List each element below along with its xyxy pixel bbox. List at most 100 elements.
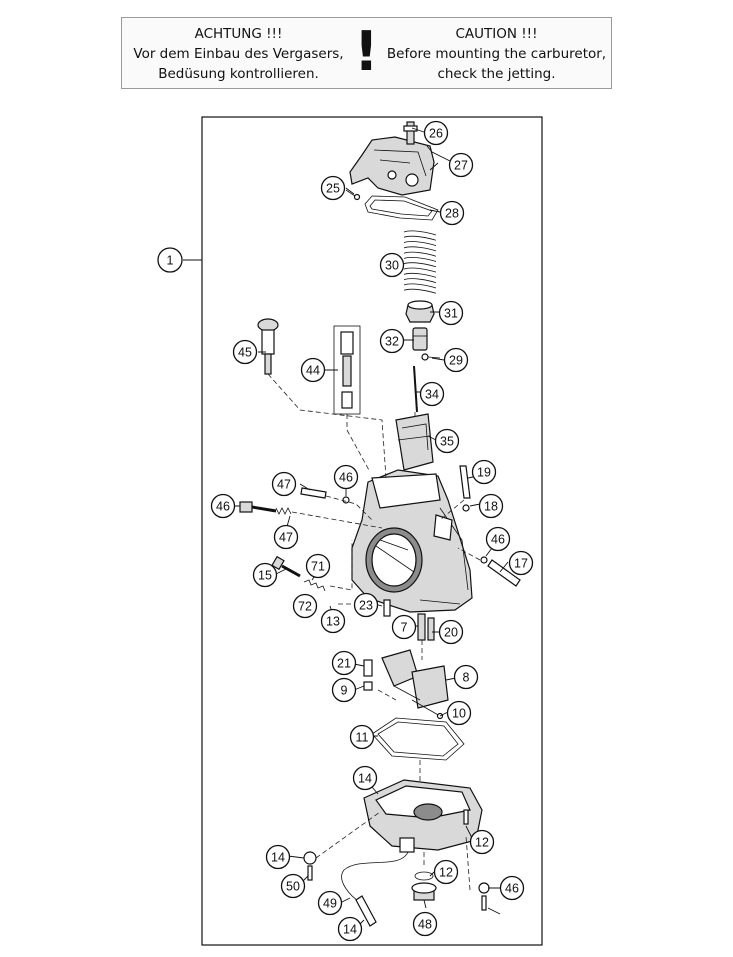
callout-11: 11 — [349, 724, 375, 750]
callout-7: 7 — [391, 614, 417, 640]
assembly-lines — [267, 373, 481, 891]
callout-9: 9 — [331, 677, 357, 703]
callout-1: 1 — [157, 247, 183, 273]
callout-circle — [438, 619, 464, 645]
callout-46: 46 — [333, 464, 359, 490]
warning-english-line2: check the jetting. — [437, 66, 556, 82]
callout-circle — [320, 608, 346, 634]
part-pilot-screw-19 — [239, 501, 277, 513]
callout-35: 35 — [434, 428, 460, 454]
part-float-needle-20-21 — [363, 659, 373, 691]
callout-number: 29 — [449, 354, 463, 368]
callout-72: 72 — [292, 593, 318, 619]
callout-number: 7 — [401, 621, 408, 635]
callout-circle — [331, 650, 357, 676]
callout-19: 19 — [471, 459, 497, 485]
callout-number: 50 — [286, 880, 300, 894]
callout-23: 23 — [353, 592, 379, 618]
callout-21: 21 — [331, 650, 357, 676]
callout-circle — [352, 765, 378, 791]
caution-box: ACHTUNG !!! Vor dem Einbau des Vergasers… — [121, 17, 612, 89]
part-spring-18 — [275, 507, 292, 515]
callout-46: 46 — [485, 526, 511, 552]
part-clip-29 — [421, 353, 441, 361]
callout-number: 11 — [356, 731, 369, 745]
callout-circle — [423, 120, 449, 146]
part-spring-30 — [403, 230, 437, 294]
part-fitting-46 — [342, 496, 488, 564]
part-gasket-10 — [371, 717, 465, 761]
part-screw-25 — [345, 189, 361, 201]
part-idle-screw-45 — [257, 318, 279, 375]
part-jets-23-7 — [383, 599, 435, 641]
callout-49: 49 — [317, 890, 343, 916]
callout-29: 29 — [443, 347, 469, 373]
callout-circle — [320, 175, 346, 201]
callout-circle — [331, 677, 357, 703]
callout-number: 8 — [463, 671, 470, 685]
callout-number: 46 — [491, 533, 505, 547]
callout-13: 13 — [320, 608, 346, 634]
callout-number: 19 — [477, 466, 491, 480]
callout-number: 44 — [306, 364, 320, 378]
warning-english-line1: Before mounting the carburetor, — [386, 46, 607, 62]
callout-12: 12 — [469, 829, 495, 855]
callout-circle — [499, 875, 525, 901]
callout-number: 14 — [343, 923, 357, 937]
callout-circle — [349, 724, 375, 750]
callout-number: 72 — [298, 600, 312, 614]
callout-circle — [271, 471, 297, 497]
callout-number: 47 — [279, 531, 293, 545]
part-float-9 — [381, 649, 449, 709]
callout-number: 46 — [505, 882, 519, 896]
exclamation-icon: ! — [354, 20, 379, 83]
warning-german: ACHTUNG !!! Vor dem Einbau des Vergasers… — [126, 24, 351, 84]
callout-27: 27 — [448, 152, 474, 178]
callout-number: 17 — [514, 557, 528, 571]
part-needle-clip-32 — [412, 327, 428, 351]
callout-circle — [448, 152, 474, 178]
part-cover-bolt — [403, 121, 418, 145]
callout-14: 14 — [265, 844, 291, 870]
callout-32: 32 — [379, 328, 405, 354]
callout-circle — [391, 614, 417, 640]
callout-circle — [438, 300, 464, 326]
callout-30: 30 — [379, 252, 405, 278]
callout-number: 49 — [323, 897, 337, 911]
part-air-screw-17 — [271, 555, 326, 592]
callout-number: 25 — [326, 182, 340, 196]
callout-46: 46 — [210, 493, 236, 519]
callout-circle — [252, 562, 278, 588]
callout-number: 26 — [429, 127, 443, 141]
warning-german-title: ACHTUNG !!! — [194, 26, 283, 42]
callout-28: 28 — [439, 200, 465, 226]
callout-number: 31 — [444, 307, 458, 321]
part-hose-47c — [487, 559, 521, 587]
callout-circle — [265, 844, 291, 870]
part-bracket-12 — [303, 809, 490, 911]
callout-number: 34 — [425, 388, 439, 402]
callout-number: 10 — [452, 707, 466, 721]
callout-circle — [157, 247, 183, 273]
callout-circle — [379, 328, 405, 354]
callout-circle — [434, 428, 460, 454]
callout-number: 13 — [326, 615, 340, 629]
callout-number: 9 — [341, 684, 348, 698]
callout-circle — [471, 459, 497, 485]
callout-45: 45 — [232, 339, 258, 365]
callout-circle — [446, 700, 472, 726]
callout-number: 18 — [484, 500, 498, 514]
callout-number: 28 — [445, 207, 459, 221]
callout-25: 25 — [320, 175, 346, 201]
callout-number: 30 — [385, 259, 399, 273]
callout-circle — [478, 493, 504, 519]
callout-circle — [273, 524, 299, 550]
callout-14: 14 — [337, 916, 363, 942]
callout-number: 46 — [216, 500, 230, 514]
callout-44: 44 — [300, 357, 326, 383]
warning-english-title: CAUTION !!! — [455, 26, 538, 42]
part-hose-47a — [300, 487, 327, 499]
callout-number: 21 — [337, 657, 351, 671]
callout-circle — [433, 859, 459, 885]
